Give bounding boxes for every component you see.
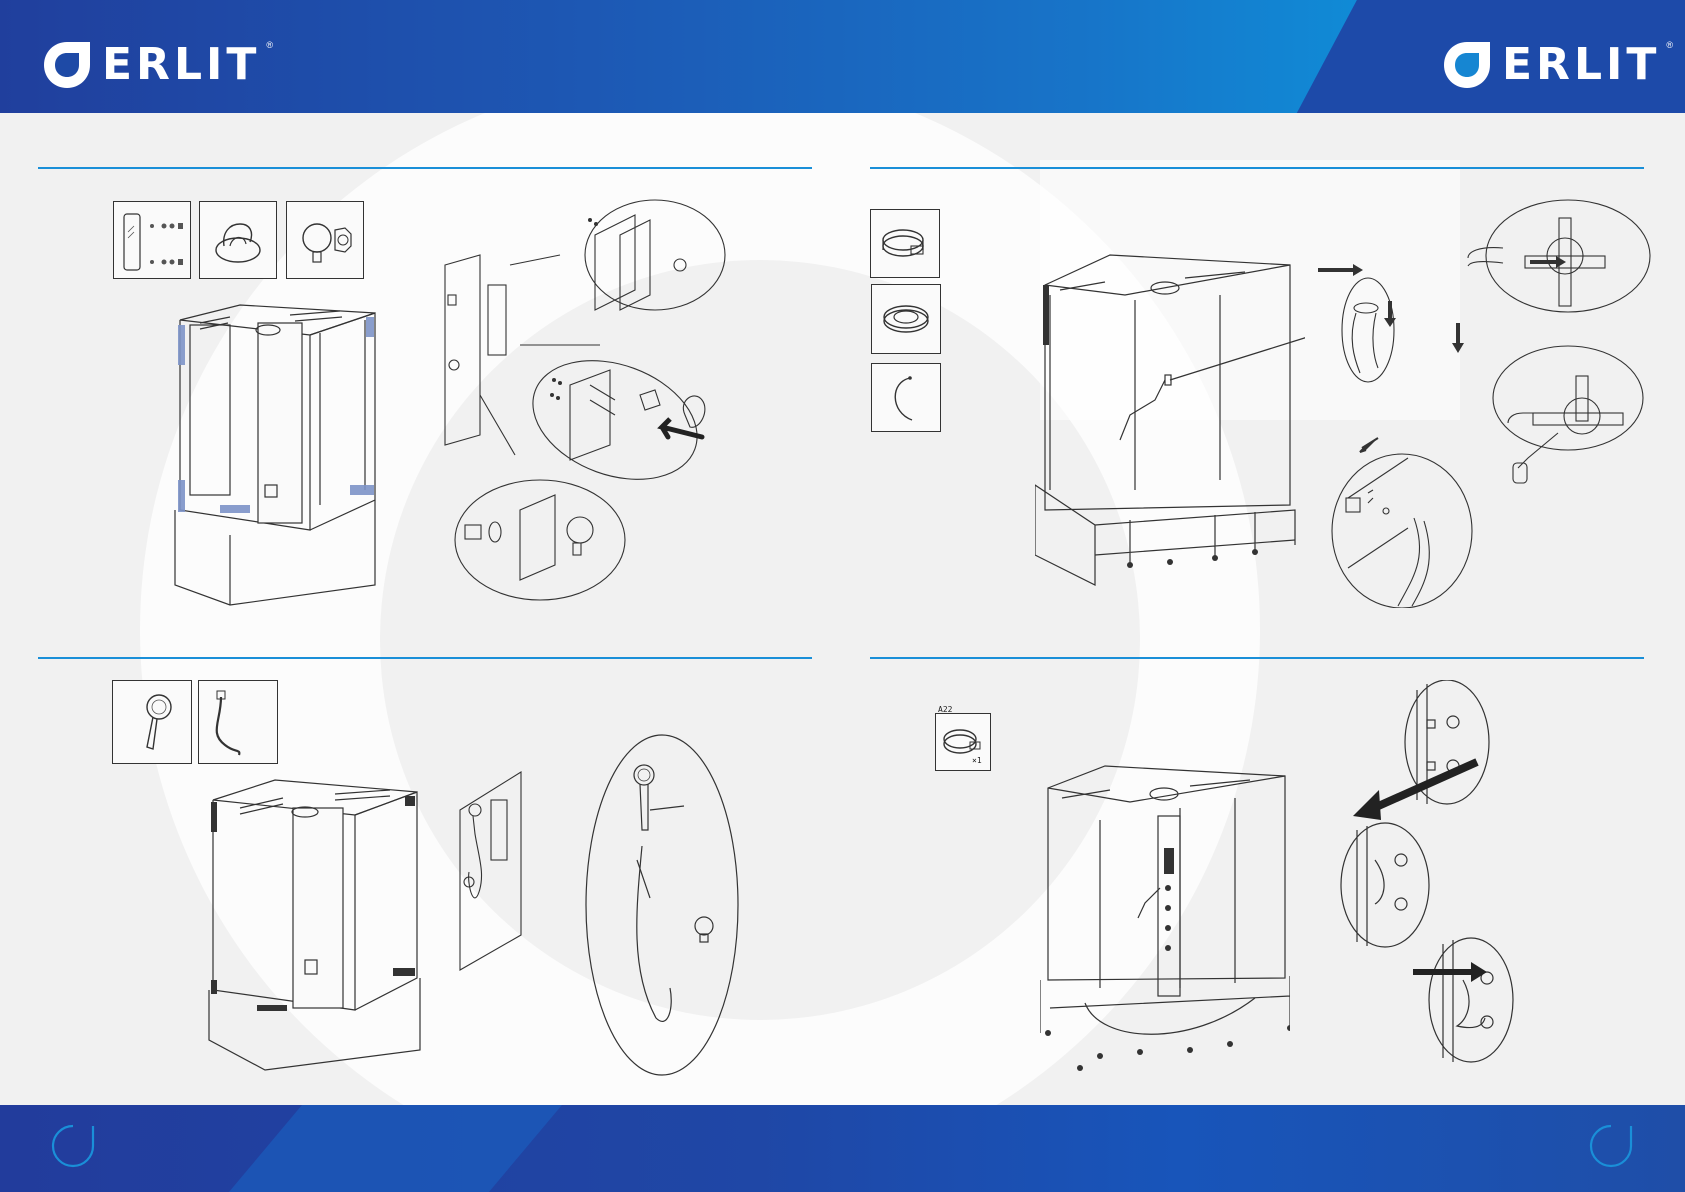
hand-shower-head-icon [113,681,191,763]
part-clamp [935,713,991,771]
cabin-rear-connection-drawing [1035,240,1305,590]
part-hose-clamp [870,209,940,278]
part-hose-outlet-elbow [286,201,364,279]
footer-band [0,1105,1685,1192]
drop-outline-icon [1588,1123,1634,1169]
cabin-interior-hose-drawing [1040,758,1290,1078]
panel-fittings-icon [114,202,190,278]
brand-name: ERLIT [102,43,260,87]
part-panel-with-fittings [113,201,191,279]
section-rule-bottom-left [38,657,812,659]
shower-cabin-assembled-drawing [170,285,410,615]
registered-mark: ® [266,40,273,50]
part-gasket-ring [871,284,941,354]
hose-outlet-icon [287,202,363,278]
footer-sweep [193,1105,587,1192]
part-hose-section [871,363,941,432]
erlit-drop-logo-icon [38,36,96,94]
shower-hose-icon [199,681,277,763]
hand-shower-detail-drawing [582,730,742,1080]
brand-logo-right: ERLIT ® [1438,36,1673,94]
part-shower-holder [199,201,277,279]
section-rule-bottom-right [870,657,1644,659]
cabin-with-hand-shower-drawing [205,770,430,1075]
part-shower-hose [198,680,278,764]
side-panel-with-hand-shower-drawing [455,770,530,975]
hose-clamp-icon [871,210,939,277]
erlit-drop-logo-icon [1438,36,1496,94]
brand-name: ERLIT [1502,43,1660,87]
gasket-ring-icon [872,285,940,353]
shower-holder-icon [200,202,276,278]
registered-mark: ® [1666,40,1673,50]
section-rule-top-right [870,167,1644,169]
part-hand-shower-head [112,680,192,764]
kit-qty-label: ×1 [972,757,982,765]
hose-section-icon [872,364,940,431]
hose-connection-exploded-drawing [1318,198,1658,608]
section-rule-top-left [38,167,812,169]
hose-routing-detail-drawing [1335,680,1585,1080]
drop-outline-icon [50,1123,96,1169]
brand-logo-left: ERLIT ® [38,36,273,94]
holder-exploded-drawing [440,195,770,615]
